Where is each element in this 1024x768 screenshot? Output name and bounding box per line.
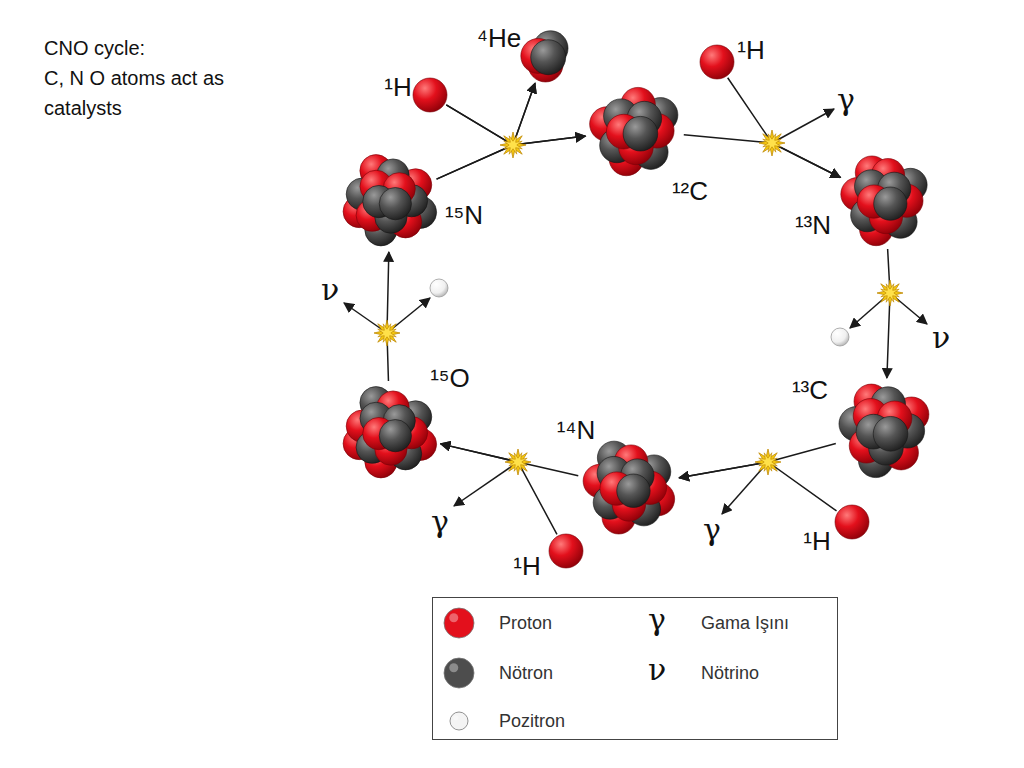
- legend-text: Gama Işını: [701, 613, 789, 634]
- nucleus-label: ¹⁵N: [445, 202, 483, 228]
- nucleus-cluster: [834, 504, 870, 540]
- nucleus-label: ¹²C: [672, 178, 708, 204]
- nucleus-cluster: [340, 150, 440, 250]
- reaction-arrow: [887, 249, 890, 378]
- reaction-arrow: [728, 78, 841, 178]
- positron-dot: [430, 279, 448, 297]
- gamma-arrow: [454, 462, 518, 506]
- nucleus-label: ¹H: [737, 37, 764, 63]
- reaction-arrow: [441, 444, 557, 534]
- nucleus-cluster: [578, 437, 678, 537]
- legend-text: Nötron: [499, 663, 553, 684]
- nucleus: ¹H: [548, 533, 584, 569]
- gamma-symbol: γ: [703, 515, 721, 545]
- nucleus-label: ¹H: [513, 553, 540, 579]
- legend-box: ProtonNötronPozitron Gama IşınıNötrino: [432, 597, 838, 740]
- nucleus: ¹²C: [587, 82, 683, 178]
- reaction-arrow: [679, 462, 836, 511]
- reaction-arrow: [679, 443, 836, 477]
- connector-group: [387, 78, 890, 535]
- nucleus-cluster: [548, 533, 584, 569]
- reaction-star: [759, 130, 785, 156]
- note-text: C, N O atoms act as catalysts: [44, 63, 259, 123]
- gamma-symbol: γ: [431, 507, 449, 537]
- legend-swatch: [448, 710, 470, 732]
- reaction-star: [877, 280, 903, 306]
- title-text: CNO cycle:: [44, 33, 145, 63]
- nucleus-label: ¹³C: [792, 377, 828, 403]
- nucleus-label: ¹⁴N: [557, 417, 596, 443]
- nucleus: ¹⁵N: [340, 150, 440, 250]
- nucleus-label: ⁴He: [477, 25, 521, 51]
- reaction-star: [755, 449, 781, 475]
- reaction-star: [500, 132, 526, 158]
- neutrino-symbol: ν: [932, 323, 950, 353]
- nucleus-label: ¹H: [384, 74, 411, 100]
- nucleus: ¹H: [699, 44, 735, 80]
- gamma-symbol: γ: [648, 605, 666, 635]
- nucleus-label: ¹⁵O: [430, 365, 470, 391]
- nucleus-cluster: [517, 27, 573, 83]
- legend-swatch: [442, 656, 476, 690]
- positron-dot: [831, 328, 849, 346]
- nucleus: ¹³N: [837, 152, 933, 248]
- nucleus-cluster: [837, 152, 933, 248]
- reaction-arrow: [437, 83, 535, 179]
- legend-text: Nötrino: [701, 663, 759, 684]
- nucleus: ¹³C: [835, 380, 935, 480]
- nucleus-cluster: [699, 44, 735, 80]
- nucleus-cluster: [835, 380, 935, 480]
- nucleus: ⁴He: [517, 27, 573, 83]
- reaction-star: [374, 320, 400, 346]
- neutrino-symbol: ν: [648, 655, 666, 685]
- gamma-arrow: [772, 109, 834, 143]
- reaction-arrow: [387, 252, 389, 381]
- nucleus-cluster: [340, 382, 440, 482]
- reaction-arrow: [684, 135, 841, 178]
- nucleus-cluster: [412, 77, 448, 113]
- nucleus-label: ¹H: [803, 528, 830, 554]
- nucleus-label: ¹³N: [795, 212, 831, 238]
- neutrino-symbol: ν: [321, 275, 339, 305]
- nucleus-cluster: [587, 82, 683, 178]
- legend-text: Proton: [499, 613, 552, 634]
- nucleus: ¹H: [834, 504, 870, 540]
- legend-text: Pozitron: [499, 711, 565, 732]
- nucleus: ¹H: [412, 77, 448, 113]
- nucleus: ¹⁵O: [340, 382, 440, 482]
- gamma-symbol: γ: [837, 85, 855, 115]
- legend-swatch: [442, 606, 476, 640]
- nucleus: ¹⁴N: [578, 437, 678, 537]
- reaction-star: [505, 449, 531, 475]
